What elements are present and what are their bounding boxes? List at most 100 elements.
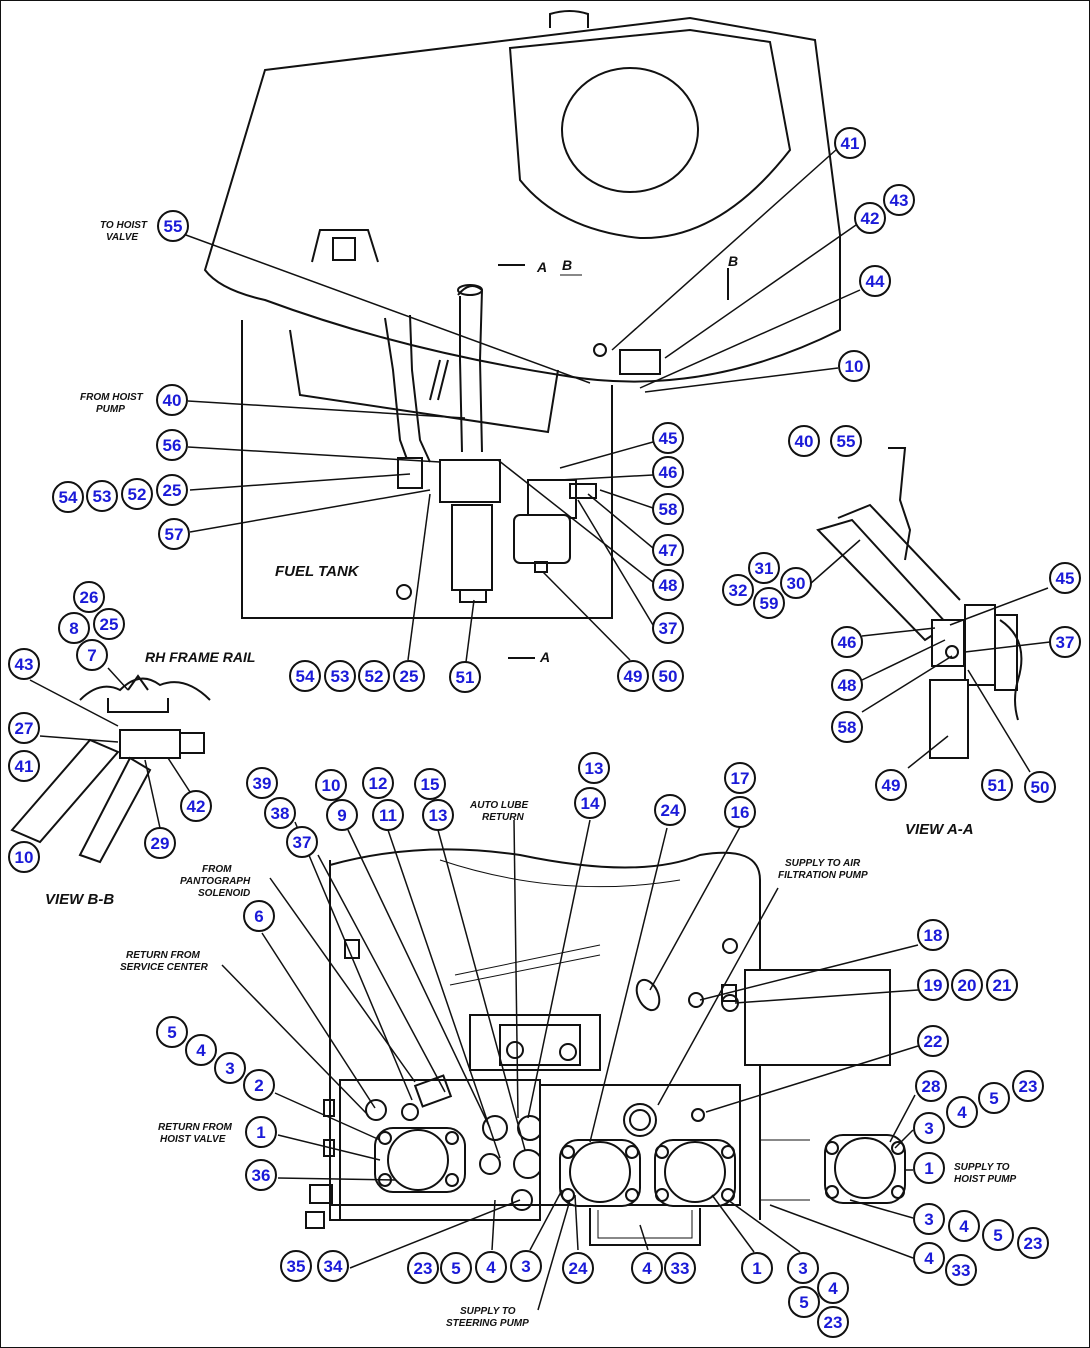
svg-text:7: 7	[87, 646, 96, 665]
svg-text:30: 30	[787, 574, 806, 593]
view-bb-drawing	[10, 674, 211, 864]
svg-text:22: 22	[924, 1032, 943, 1051]
svg-text:4: 4	[486, 1258, 496, 1277]
callout-5: 5	[156, 1016, 188, 1048]
svg-text:48: 48	[659, 576, 678, 595]
callout-50b: 50	[1024, 771, 1056, 803]
svg-text:23: 23	[414, 1259, 433, 1278]
section-a-label-top: A	[536, 259, 547, 275]
svg-text:35: 35	[287, 1257, 306, 1276]
callout-3c: 3	[913, 1203, 945, 1235]
callout-47: 47	[652, 534, 684, 566]
svg-text:41: 41	[15, 757, 34, 776]
callout-5d: 5	[440, 1252, 472, 1284]
svg-text:4: 4	[828, 1279, 838, 1298]
callout-25c: 25	[93, 608, 125, 640]
callout-48: 48	[652, 569, 684, 601]
callout-26: 26	[73, 581, 105, 613]
service-center-label-2: SERVICE CENTER	[120, 962, 209, 973]
callout-10: 10	[838, 350, 870, 382]
svg-text:18: 18	[924, 926, 943, 945]
svg-text:58: 58	[659, 500, 678, 519]
svg-text:19: 19	[924, 976, 943, 995]
callout-55b: 55	[830, 425, 862, 457]
callout-22: 22	[917, 1025, 949, 1057]
callout-18: 18	[917, 919, 949, 951]
callout-9: 9	[326, 799, 358, 831]
callout-42: 42	[854, 202, 886, 234]
svg-text:3: 3	[924, 1119, 933, 1138]
callout-48b: 48	[831, 669, 863, 701]
svg-text:33: 33	[952, 1261, 971, 1280]
svg-text:23: 23	[824, 1313, 843, 1332]
callout-39: 39	[246, 767, 278, 799]
callout-3b: 3	[913, 1112, 945, 1144]
callout-40: 40	[156, 384, 188, 416]
svg-text:46: 46	[838, 633, 857, 652]
callout-8: 8	[58, 612, 90, 644]
leader-lines	[29, 148, 1051, 1311]
section-b-label-right: B	[728, 253, 738, 269]
section-a-label-bottom: A	[539, 649, 550, 665]
callout-45: 45	[652, 422, 684, 454]
svg-text:5: 5	[451, 1259, 460, 1278]
svg-text:53: 53	[93, 487, 112, 506]
callout-1: 1	[245, 1116, 277, 1148]
svg-text:15: 15	[421, 775, 440, 794]
air-filtration-label-2: FILTRATION PUMP	[778, 870, 868, 881]
tank-top-view	[203, 10, 841, 659]
callout-38: 38	[264, 797, 296, 829]
svg-text:24: 24	[569, 1259, 588, 1278]
callouts: 41 43 42 55 44 10 40 45 56 46 54 53 52 2…	[8, 127, 1081, 1338]
callout-45b: 45	[1049, 562, 1081, 594]
svg-text:6: 6	[254, 907, 263, 926]
callout-6: 6	[243, 900, 275, 932]
callout-37b: 37	[1049, 626, 1081, 658]
svg-text:32: 32	[729, 581, 748, 600]
view-bb-title: VIEW B-B	[45, 891, 114, 908]
svg-text:8: 8	[69, 619, 78, 638]
top-view-labels: TO HOIST VALVE FROM HOIST PUMP FUEL TANK…	[80, 220, 738, 665]
svg-text:24: 24	[661, 801, 680, 820]
svg-text:4: 4	[196, 1041, 206, 1060]
callout-43b: 43	[8, 648, 40, 680]
svg-text:25: 25	[400, 667, 419, 686]
callout-25: 25	[156, 474, 188, 506]
callout-27: 27	[8, 712, 40, 744]
callout-51: 51	[449, 661, 481, 693]
pantograph-label-2: PANTOGRAPH	[180, 876, 251, 887]
callout-53: 53	[86, 480, 118, 512]
svg-text:3: 3	[521, 1257, 530, 1276]
callout-5b: 5	[978, 1082, 1010, 1114]
steering-pump-label-2: STEERING PUMP	[446, 1318, 529, 1329]
svg-text:57: 57	[165, 525, 184, 544]
svg-text:4: 4	[959, 1217, 969, 1236]
callout-4f: 4	[631, 1252, 663, 1284]
callout-19: 19	[917, 969, 949, 1001]
callout-24: 24	[654, 794, 686, 826]
callout-46: 46	[652, 456, 684, 488]
callout-3e: 3	[787, 1252, 819, 1284]
svg-text:44: 44	[866, 272, 885, 291]
svg-text:10: 10	[322, 776, 341, 795]
svg-text:16: 16	[731, 803, 750, 822]
svg-text:13: 13	[429, 806, 448, 825]
callout-10b: 10	[8, 841, 40, 873]
callout-41: 41	[834, 127, 866, 159]
svg-text:56: 56	[163, 436, 182, 455]
svg-text:23: 23	[1024, 1234, 1043, 1253]
callout-36: 36	[245, 1159, 277, 1191]
callout-54: 54	[52, 481, 84, 513]
svg-text:4: 4	[924, 1249, 934, 1268]
svg-text:31: 31	[755, 559, 774, 578]
callout-4g: 4	[817, 1272, 849, 1304]
svg-text:43: 43	[15, 655, 34, 674]
to-hoist-valve-label-1: TO HOIST	[100, 220, 148, 231]
callout-2: 2	[243, 1069, 275, 1101]
callout-34: 34	[317, 1250, 349, 1282]
svg-text:25: 25	[100, 615, 119, 634]
view-aa-labels: VIEW A-A	[905, 821, 974, 838]
svg-text:20: 20	[958, 976, 977, 995]
svg-text:3: 3	[798, 1259, 807, 1278]
